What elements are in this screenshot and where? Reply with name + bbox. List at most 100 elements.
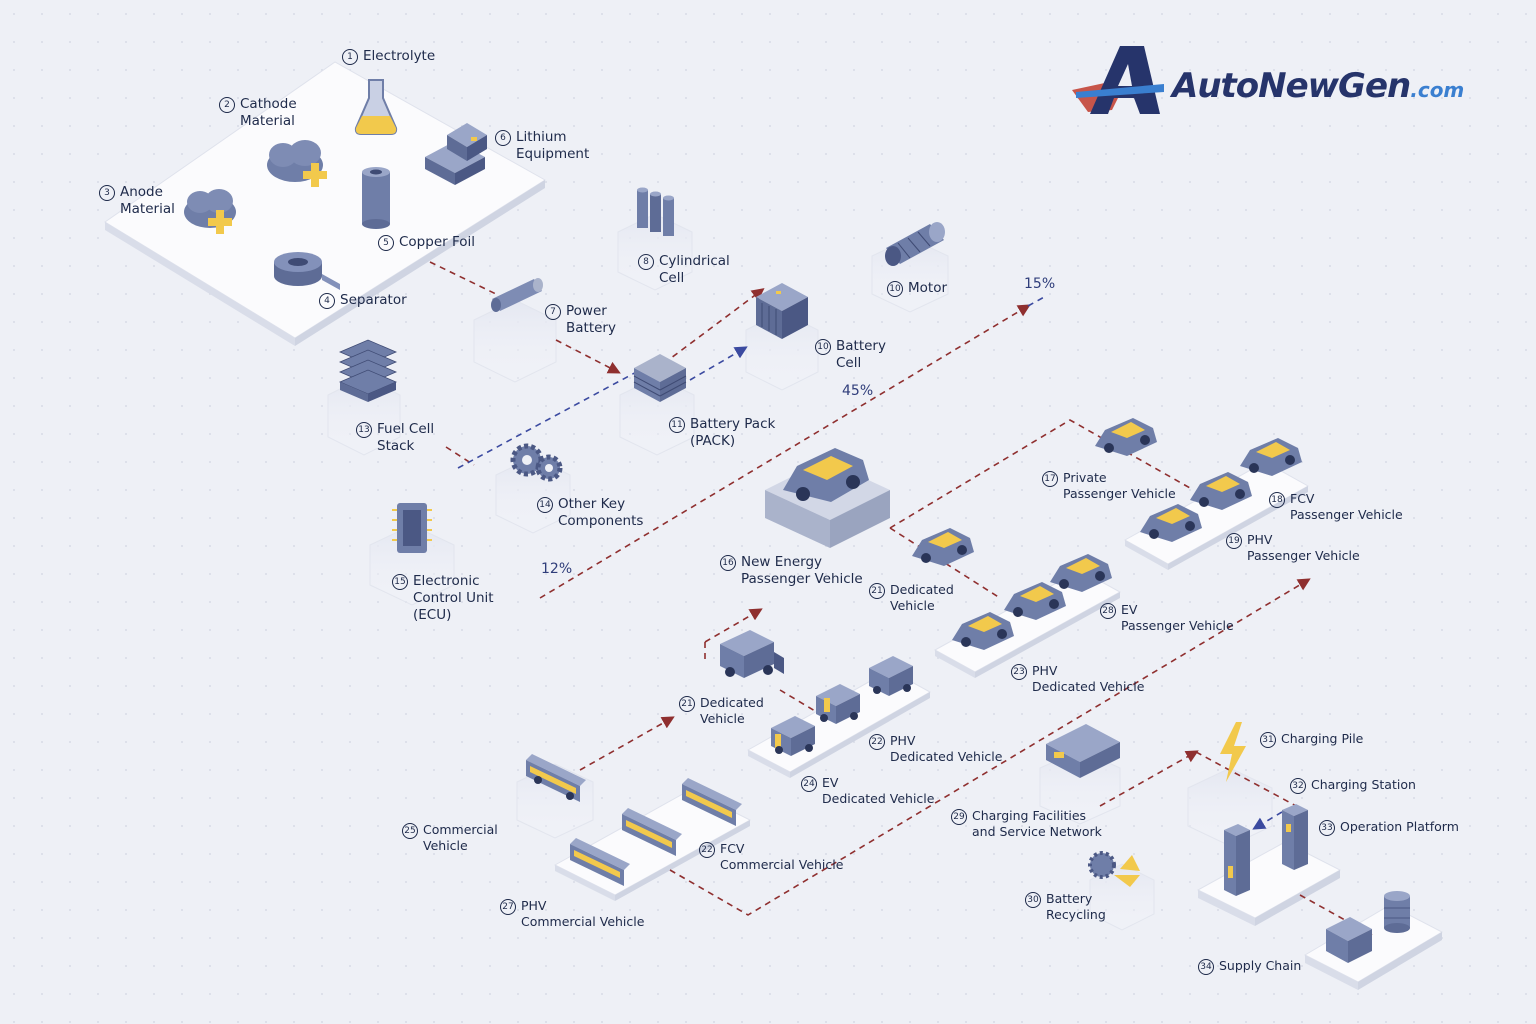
node-label-line: EV: [1121, 602, 1138, 617]
arrow-to-station: [1195, 751, 1301, 809]
node-number-badge: 22: [869, 734, 885, 750]
power-battery-icon: [491, 278, 543, 312]
node-label-line: FCV: [720, 841, 745, 856]
raw-materials-platform: [104, 61, 546, 346]
node-label-line: Commercial Vehicle: [720, 857, 844, 872]
node-label-line: Dedicated Vehicle: [822, 791, 935, 806]
separator-roll-icon: [274, 252, 340, 290]
node-label-line: PHV: [890, 733, 916, 748]
node-operation-platform: 33 Operation Platform: [1319, 819, 1459, 836]
node-label-line: Material: [240, 113, 295, 129]
node-label-line: EV: [822, 775, 839, 790]
node-copper-foil: 5 Copper Foil: [378, 234, 475, 251]
node-label-line: Stack: [377, 438, 415, 454]
node-label-line: Dedicated Vehicle: [1032, 679, 1145, 694]
node-label-text: Charging Station: [1311, 777, 1416, 793]
node-label-line: Equipment: [516, 146, 590, 162]
node-label-line: Cell: [836, 355, 862, 371]
node-label-text: Copper Foil: [399, 234, 475, 251]
node-label-line: Electrolyte: [363, 48, 436, 64]
node-number-badge: 3: [99, 185, 115, 201]
node-label-line: New Energy: [741, 554, 822, 570]
truck-icons: [720, 630, 913, 756]
node-number-badge: 16: [720, 555, 736, 571]
node-number-badge: 25: [402, 823, 418, 839]
node-label-text: Operation Platform: [1340, 819, 1459, 835]
node-number-badge: 21: [679, 696, 695, 712]
anode-cloud-icon: [184, 189, 236, 234]
node-label-line: Battery Pack: [690, 416, 776, 432]
arrow-power-to-pack: [555, 339, 621, 374]
node-label-text: Electrolyte: [363, 48, 435, 65]
node-number-badge: 11: [669, 417, 685, 433]
node-label-line: Battery: [836, 338, 886, 354]
node-number-badge: 30: [1025, 892, 1041, 908]
node-label-text: Separator: [340, 292, 407, 309]
node-label-line: Charging Station: [1311, 777, 1416, 792]
node-number-badge: 22: [699, 842, 715, 858]
node-number-badge: 24: [801, 776, 817, 792]
node-number-badge: 32: [1290, 778, 1306, 794]
node-number-badge: 29: [951, 809, 967, 825]
node-number-badge: 1: [342, 49, 358, 65]
node-label-line: PHV: [1032, 663, 1058, 678]
node-label-line: Private: [1063, 470, 1107, 485]
node-label-line: Vehicle: [890, 598, 935, 613]
node-number-badge: 6: [495, 130, 511, 146]
node-label-line: Battery: [566, 320, 616, 336]
node-number-badge: 7: [545, 304, 561, 320]
node-label-line: Material: [120, 201, 175, 217]
node-number-badge: 10: [887, 281, 903, 297]
fuel-cell-stack-icon: [338, 339, 398, 402]
car-icons: [912, 418, 1302, 650]
node-number-badge: 14: [537, 497, 553, 513]
node-label-line: Electronic: [413, 573, 480, 589]
gears-icon: [510, 443, 563, 482]
nev-car-icon: [783, 448, 869, 502]
node-electrolyte: 1 Electrolyte: [342, 48, 435, 65]
node-number-badge: 23: [1011, 664, 1027, 680]
arrow-charging-network: [1099, 750, 1199, 807]
charging-building-icon: [1046, 724, 1120, 778]
node-label-text: Charging Pile: [1281, 731, 1363, 747]
arrow-fuelcell-up: [457, 361, 656, 469]
node-label-line: Supply Chain: [1219, 958, 1302, 973]
percent-label-12: 12%: [541, 561, 573, 577]
node-label-line: Commercial: [423, 822, 498, 837]
node-number-badge: 18: [1269, 492, 1285, 508]
node-number-badge: 33: [1319, 820, 1335, 836]
node-number-badge: 5: [378, 235, 394, 251]
motor-icon: [885, 222, 945, 266]
node-number-badge: 13: [356, 422, 372, 438]
node-label-line: Separator: [340, 292, 407, 308]
cylindrical-cell-icon: [637, 187, 674, 236]
arrow-ecu-to-motor: [539, 304, 1031, 599]
node-label-line: FCV: [1290, 491, 1315, 506]
node-label-line: Passenger Vehicle: [1290, 507, 1403, 522]
node-label-line: Control Unit: [413, 590, 494, 606]
cathode-cloud-icon: [267, 140, 327, 187]
arrow-pack-to-cell: [689, 346, 748, 381]
arrow-motor-tip: [1027, 295, 1047, 307]
